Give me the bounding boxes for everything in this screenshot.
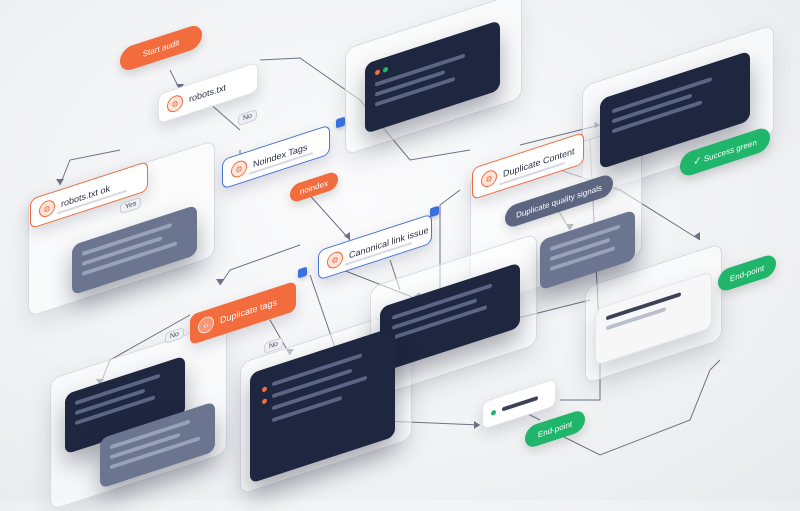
duplicate-tags-node[interactable]: ‹› Duplicate tags (190, 280, 296, 346)
gear-icon: ⚙ (39, 198, 55, 220)
gear-icon: ⚙ (481, 168, 497, 190)
noindex-branch-pill[interactable]: noindex (290, 170, 338, 204)
connector-handle[interactable] (336, 116, 345, 129)
code-icon: ‹› (198, 314, 214, 336)
duplicate-tags-label: Duplicate tags (220, 296, 278, 326)
flowchart-canvas: Start audit ⚙ robots.txt No ⚙ Noindex Ta… (28, 0, 776, 511)
endpoint-node-bottom[interactable]: End-point (525, 408, 585, 450)
link-icon: ⚙ (327, 249, 343, 271)
connector-handle[interactable] (430, 205, 439, 218)
canonical-link-node[interactable]: ⚙ Canonical link issue (318, 213, 432, 281)
robots-ok-label: robots.txt ok (61, 183, 111, 210)
check-icon: ✓ (693, 154, 702, 168)
endpoint-right-label: End-point (729, 262, 765, 284)
endpoint-bottom-label: End-point (537, 418, 573, 440)
gear-icon: ⚙ (231, 158, 247, 180)
branch-label-no: No (238, 108, 257, 127)
robots-txt-label: robots.txt (189, 82, 227, 105)
status-line (502, 395, 538, 412)
gear-icon: ⚙ (167, 93, 183, 115)
start-node-label: Start audit (142, 37, 180, 59)
noindex-branch-label: noindex (299, 177, 329, 197)
endpoint-node-right[interactable]: End-point (718, 252, 776, 294)
canonical-link-label: Canonical link issue (349, 224, 429, 261)
connector-handle[interactable] (298, 266, 307, 279)
start-node[interactable]: Start audit (120, 22, 202, 74)
status-dot (491, 408, 496, 416)
